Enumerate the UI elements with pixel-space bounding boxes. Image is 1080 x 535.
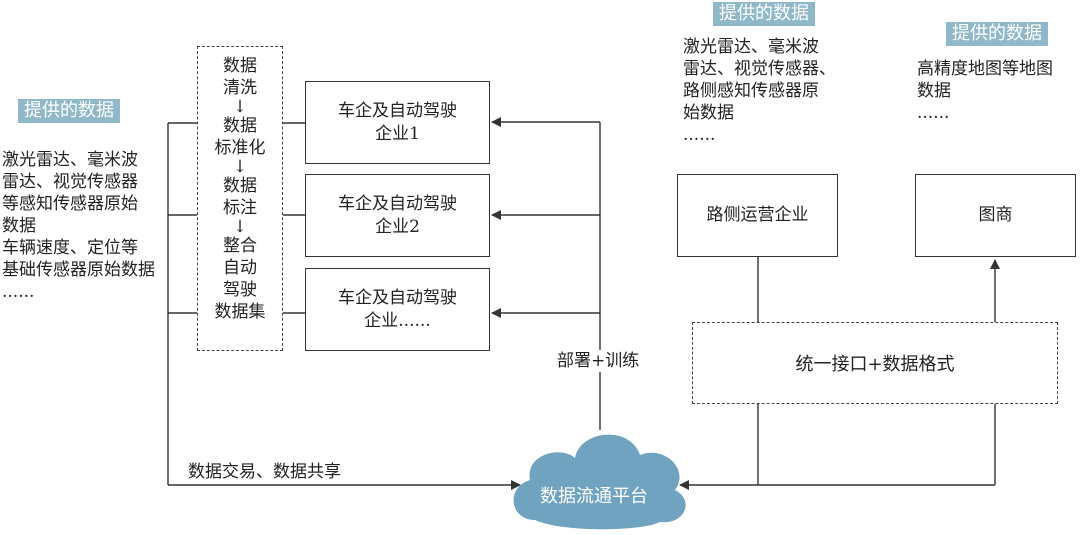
deploy-label: 部署+训练 <box>557 350 640 372</box>
processing-step-line: 整合 <box>223 236 257 256</box>
trade-label: 数据交易、数据共享 <box>188 462 341 482</box>
left-data-line: 激光雷达、毫米波 <box>2 150 138 170</box>
down-arrow-icon: ↓ <box>232 217 248 237</box>
processing-step-line: 数据 <box>223 176 257 196</box>
unified-interface-label: 统一接口+数据格式 <box>795 354 955 375</box>
company-label-line: 企业...... <box>364 310 431 331</box>
processing-step-line: 标准化 <box>214 138 266 158</box>
left-data-line: 等感知传感器原始 <box>2 194 138 214</box>
platform-label: 数据流通平台 <box>540 486 648 507</box>
processing-step-line: 清洗 <box>223 78 257 98</box>
left-data-tag: 提供的数据 <box>18 99 120 123</box>
left-data-line: 数据 <box>2 216 36 236</box>
processing-step-line: 数据集 <box>214 302 266 322</box>
map-data-line: ...... <box>917 103 950 123</box>
processing-step-line: 数据 <box>223 56 257 76</box>
company-label-line: 企业2 <box>375 216 420 237</box>
processing-step-line: 驾驶 <box>223 280 257 300</box>
roadside-data-tag: 提供的数据 <box>713 2 815 26</box>
roadside-operator-box: 路侧运营企业 <box>677 174 838 257</box>
processing-steps: 数据清洗↓数据标准化↓数据标注↓整合自动驾驶数据集 <box>197 55 283 323</box>
company-label-line: 车企及自动驾驶 <box>338 193 457 214</box>
unified-interface-box: 统一接口+数据格式 <box>692 322 1058 404</box>
left-data-line: 基础传感器原始数据 <box>2 260 155 280</box>
processing-step-line: 数据 <box>223 116 257 136</box>
map-data-line: 数据 <box>917 81 951 101</box>
left-data-text: 激光雷达、毫米波雷达、视觉传感器等感知传感器原始数据车辆速度、定位等基础传感器原… <box>2 149 155 303</box>
processing-step-line: 标注 <box>223 198 257 218</box>
down-arrow-icon: ↓ <box>232 97 248 117</box>
roadside-data-line: 始数据 <box>683 103 734 123</box>
company-box-3: 车企及自动驾驶企业...... <box>305 268 490 351</box>
map-data-tag: 提供的数据 <box>946 22 1048 46</box>
company-label-line: 车企及自动驾驶 <box>338 100 457 121</box>
roadside-data-line: ...... <box>683 125 716 145</box>
map-vendor-box: 图商 <box>915 174 1076 257</box>
processing-box <box>197 46 283 351</box>
processing-step-line: 自动 <box>223 258 257 278</box>
roadside-data-line: 路侧感知传感器原 <box>683 81 819 101</box>
map-data-line: 高精度地图等地图 <box>917 59 1053 79</box>
company-label-line: 车企及自动驾驶 <box>338 287 457 308</box>
left-data-line: 雷达、视觉传感器 <box>2 172 138 192</box>
roadside-data-text: 激光雷达、毫米波雷达、视觉传感器、路侧感知传感器原始数据...... <box>683 36 836 146</box>
company-label-line: 企业1 <box>375 123 420 144</box>
left-data-line: 车辆速度、定位等 <box>2 238 138 258</box>
down-arrow-icon: ↓ <box>232 157 248 177</box>
company-box-1: 车企及自动驾驶企业1 <box>305 81 490 164</box>
company-box-2: 车企及自动驾驶企业2 <box>305 174 490 257</box>
map-data-text: 高精度地图等地图数据...... <box>917 58 1053 124</box>
left-data-line: ...... <box>2 282 35 302</box>
roadside-data-line: 激光雷达、毫米波 <box>683 37 819 57</box>
cloud-shape <box>513 434 686 530</box>
roadside-data-line: 雷达、视觉传感器、 <box>683 59 836 79</box>
